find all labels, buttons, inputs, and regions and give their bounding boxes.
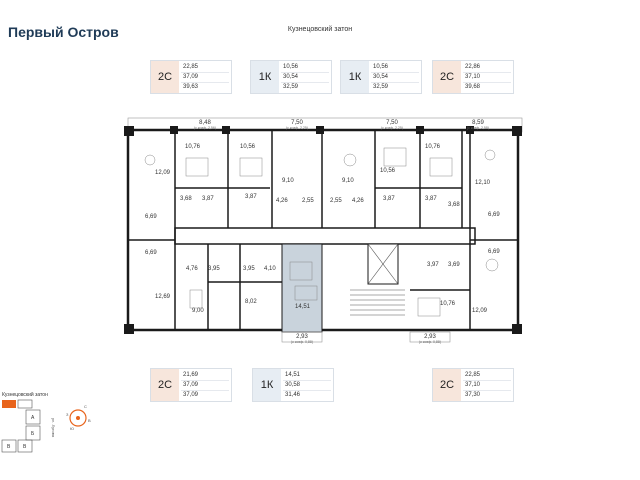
area-value: 31,46 [285, 392, 301, 398]
balcony-note: (с коэф. 2,56) [194, 126, 216, 130]
map-current-building [2, 400, 16, 408]
room-area: 12,10 [475, 180, 491, 186]
room-area: 3,68 [180, 196, 192, 202]
room-area: 9,10 [342, 178, 354, 184]
area-value: 37,09 [181, 381, 229, 391]
room-area: 3,97 [427, 262, 439, 268]
room-area: 8,02 [245, 299, 257, 305]
apartment-card-top-2[interactable]: 1К 10,56 30,54 32,59 [250, 60, 332, 94]
area-value: 37,09 [181, 73, 229, 83]
room-area: 12,09 [155, 170, 171, 176]
apartment-card-bottom-2[interactable]: 1К 14,51 30,58 31,46 [252, 368, 334, 402]
balcony-note: (с коэф. 0,88) [291, 340, 313, 344]
map-section-label: В [7, 444, 11, 450]
area-value: 37,10 [463, 73, 511, 83]
apartment-type: 2С [151, 369, 179, 401]
room-area: 12,69 [155, 294, 171, 300]
balcony-area: 2,93 [424, 334, 436, 340]
room-area: 6,69 [488, 249, 500, 255]
room-area: 10,56 [240, 144, 256, 150]
room-area: 9,10 [282, 178, 294, 184]
balcony-note: (с коэф. 0,88) [419, 340, 441, 344]
area-value: 32,59 [283, 84, 299, 90]
room-area: 4,10 [264, 266, 276, 272]
map-section-label: А [31, 415, 35, 421]
room-area: 3,87 [383, 196, 395, 202]
apartment-card-bottom-3[interactable]: 2С 22,85 37,10 37,30 [432, 368, 514, 402]
area-value: 22,86 [463, 63, 511, 73]
room-area: 14,51 [295, 304, 311, 310]
balcony-note: (с коэф. 2,58) [467, 126, 489, 130]
balcony-area: 8,48 [199, 120, 211, 126]
area-value: 30,58 [283, 381, 331, 391]
area-value: 30,54 [371, 73, 419, 83]
area-value: 10,56 [371, 63, 419, 73]
balcony-area: 7,50 [386, 120, 398, 126]
map-section-label: В [23, 444, 27, 450]
room-area: 3,68 [448, 202, 460, 208]
compass-icon: С З В Ю [66, 404, 91, 431]
area-value: 21,69 [181, 371, 229, 381]
apartment-card-top-1[interactable]: 2С 22,85 37,09 39,63 [150, 60, 232, 94]
map-street-label: Кузнецовский затон [2, 391, 48, 398]
room-area: 6,69 [145, 250, 157, 256]
room-area: 10,76 [440, 301, 456, 307]
room-area: 3,87 [425, 196, 437, 202]
apartment-card-top-3[interactable]: 1К 10,56 30,54 32,59 [340, 60, 422, 94]
area-value: 37,30 [465, 392, 481, 398]
room-area: 3,95 [208, 266, 220, 272]
compass-label: С [84, 404, 87, 409]
area-value: 22,85 [181, 63, 229, 73]
area-value: 22,85 [463, 371, 511, 381]
apartment-type: 1К [341, 61, 369, 93]
balcony-area: 7,50 [291, 120, 303, 126]
room-area: 4,26 [276, 198, 288, 204]
balcony-area: 2,93 [296, 334, 308, 340]
apartment-card-top-4[interactable]: 2С 22,86 37,10 39,68 [432, 60, 514, 94]
location-map: Кузнецовский затон А Б В В ул. Лугова С … [1, 391, 91, 453]
compass-label: З [66, 412, 69, 417]
area-value: 14,51 [283, 371, 331, 381]
area-value: 39,68 [465, 84, 481, 90]
room-area: 3,87 [245, 194, 257, 200]
balcony-area: 8,59 [472, 120, 484, 126]
balcony-note: (с коэф. 2,25) [381, 126, 403, 130]
apartment-type: 2С [433, 61, 461, 93]
room-area: 3,87 [202, 196, 214, 202]
apartment-type: 1К [253, 369, 281, 401]
apartment-type: 2С [433, 369, 461, 401]
compass-label: В [88, 418, 91, 423]
area-value: 32,59 [373, 84, 389, 90]
street-label-top: Кузнецовский затон [287, 26, 353, 33]
map-section-label: Б [31, 431, 35, 437]
room-area: 10,76 [185, 144, 201, 150]
room-area: 6,69 [145, 214, 157, 220]
room-area: 3,95 [243, 266, 255, 272]
area-value: 10,56 [281, 63, 329, 73]
room-area: 2,55 [302, 198, 314, 204]
room-area: 9,00 [192, 308, 204, 314]
room-area: 12,09 [472, 308, 488, 314]
room-area: 2,55 [330, 198, 342, 204]
area-value: 30,54 [281, 73, 329, 83]
room-area: 4,76 [186, 266, 198, 272]
map-street-side-label: ул. Лугова [51, 418, 56, 438]
balcony-note: (с коэф. 2,25) [286, 126, 308, 130]
apartment-type: 1К [251, 61, 279, 93]
compass-label: Ю [70, 426, 74, 431]
room-area: 10,76 [425, 144, 441, 150]
room-area: 10,56 [380, 168, 396, 174]
room-area: 3,69 [448, 262, 460, 268]
room-area: 6,69 [488, 212, 500, 218]
room-area: 4,26 [352, 198, 364, 204]
area-value: 39,63 [183, 84, 199, 90]
page-title: Первый Остров [8, 24, 119, 40]
area-value: 37,10 [463, 381, 511, 391]
area-value: 37,09 [183, 392, 199, 398]
apartment-card-bottom-1[interactable]: 2С 21,69 37,09 37,09 [150, 368, 232, 402]
apartment-type: 2С [151, 61, 179, 93]
